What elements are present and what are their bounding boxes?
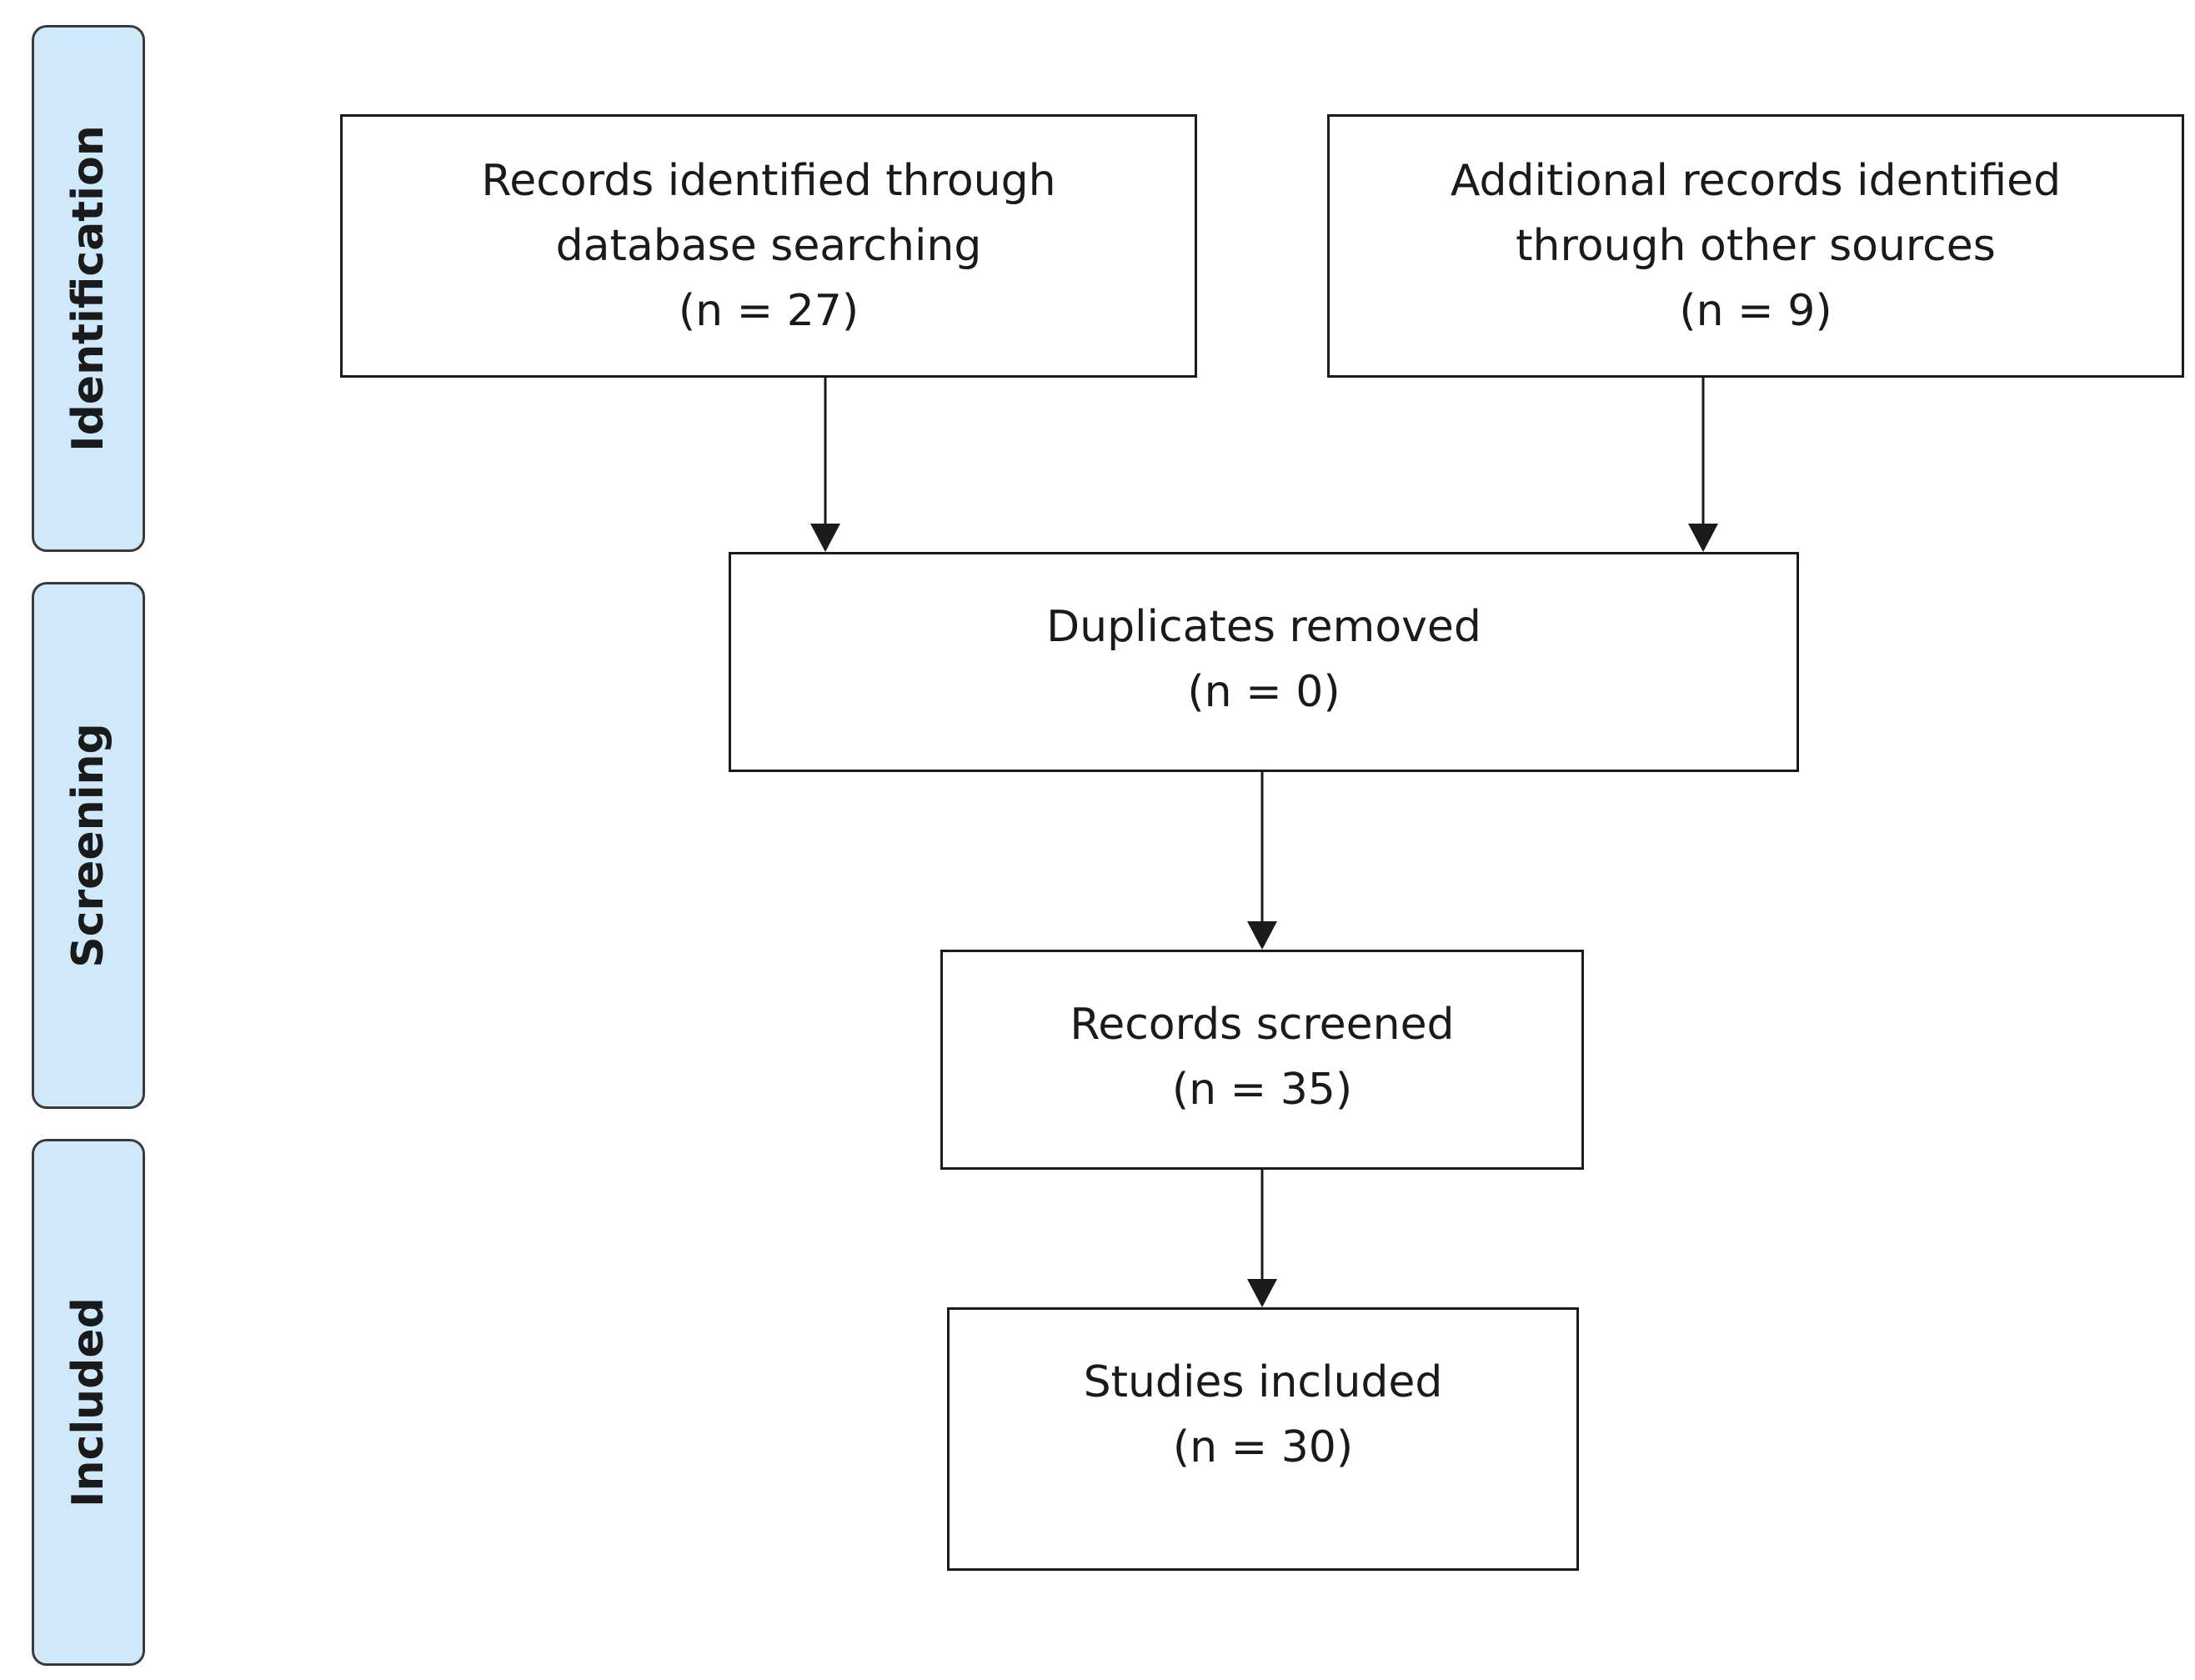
box-records-other-sources: Additional records identified through ot… bbox=[1327, 114, 2184, 378]
box-screened-count: (n = 35) bbox=[1171, 1065, 1353, 1115]
box-database-count: (n = 27) bbox=[678, 286, 859, 336]
box-duplicates-removed: Duplicates removed (n = 0) bbox=[729, 552, 1799, 772]
box-records-screened: Records screened (n = 35) bbox=[940, 950, 1584, 1170]
arrow-database-to-duplicates bbox=[810, 378, 840, 552]
arrow-screened-to-included bbox=[1247, 1170, 1277, 1307]
stage-tab-screening: Screening bbox=[32, 582, 145, 1109]
box-other-line1: Additional records identified bbox=[1450, 156, 2062, 206]
box-included-line1: Studies included bbox=[1083, 1357, 1443, 1407]
box-included-count: (n = 30) bbox=[1172, 1422, 1354, 1472]
box-database-line1: Records identified through bbox=[481, 156, 1056, 206]
arrow-other-to-duplicates bbox=[1688, 378, 1718, 552]
box-other-line2: through other sources bbox=[1516, 221, 1996, 271]
arrow-duplicates-to-screened bbox=[1247, 772, 1277, 950]
box-duplicates-count: (n = 0) bbox=[1187, 667, 1341, 717]
box-database-line2: database searching bbox=[555, 221, 982, 271]
stage-tab-included: Included bbox=[32, 1139, 145, 1666]
box-duplicates-line1: Duplicates removed bbox=[1046, 602, 1481, 652]
stage-tab-identification: Identification bbox=[32, 25, 145, 552]
box-records-database: Records identified through database sear… bbox=[340, 114, 1197, 378]
box-other-count: (n = 9) bbox=[1679, 286, 1832, 336]
box-studies-included: Studies included (n = 30) bbox=[947, 1307, 1579, 1571]
box-screened-line1: Records screened bbox=[1070, 1000, 1455, 1050]
